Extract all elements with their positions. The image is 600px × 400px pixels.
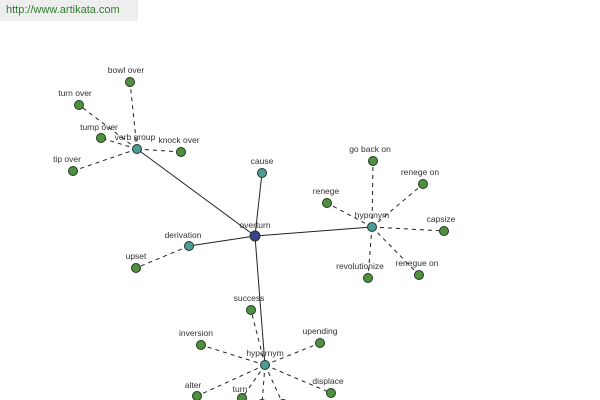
edge-renegue_on — [371, 226, 420, 276]
edge-upending — [264, 342, 321, 366]
node-dot[interactable] — [363, 273, 373, 283]
node-dot[interactable] — [184, 241, 194, 251]
node-label: tip over — [53, 154, 81, 164]
node-label: bowl over — [108, 65, 145, 75]
node-label: turn over — [58, 88, 92, 98]
node-label: revolutionize — [336, 261, 384, 271]
edges — [72, 81, 445, 400]
edge-hidden_a — [261, 364, 266, 400]
node-dot[interactable] — [246, 305, 256, 315]
node-success[interactable]: success — [234, 293, 265, 315]
edge-turn — [241, 364, 266, 399]
edge-derivation — [188, 235, 256, 247]
node-label: overturn — [239, 220, 270, 230]
node-dot[interactable] — [257, 168, 267, 178]
node-dot[interactable] — [68, 166, 78, 176]
node-label: upending — [303, 326, 338, 336]
node-dot[interactable] — [367, 222, 377, 232]
edge-hidden_b — [264, 364, 282, 400]
node-upset[interactable]: upset — [126, 251, 147, 273]
node-upending[interactable]: upending — [303, 326, 338, 348]
node-dot[interactable] — [418, 179, 428, 189]
node-dot[interactable] — [322, 198, 332, 208]
node-label: alter — [185, 380, 202, 390]
node-tip_over[interactable]: tip over — [53, 154, 81, 176]
edge-renege — [326, 202, 373, 228]
edge-tip_over — [72, 148, 138, 172]
node-label: go back on — [349, 144, 391, 154]
node-overturn[interactable]: overturn — [239, 220, 271, 242]
node-tump_over[interactable]: tump over — [80, 122, 118, 143]
node-dot[interactable] — [368, 156, 378, 166]
edge-tump_over — [100, 137, 138, 150]
edge-cause — [254, 172, 263, 237]
node-label: verb group — [115, 132, 156, 142]
node-label: capsize — [427, 214, 456, 224]
edge-hypernym — [254, 235, 266, 366]
node-turn_over[interactable]: turn over — [58, 88, 92, 110]
node-dot[interactable] — [125, 77, 135, 87]
node-displace[interactable]: displace — [312, 376, 344, 398]
node-label: renege — [313, 186, 340, 196]
node-capsize[interactable]: capsize — [427, 214, 456, 236]
node-label: tump over — [80, 122, 118, 132]
edge-capsize — [371, 226, 445, 232]
source-link[interactable]: http://www.artikata.com — [0, 0, 138, 21]
edge-upset — [135, 245, 190, 269]
node-alter[interactable]: alter — [185, 380, 202, 400]
node-label: hypernym — [246, 348, 283, 358]
node-hypernym[interactable]: hypernym — [246, 348, 284, 370]
node-renege[interactable]: renege — [313, 186, 340, 208]
node-dot[interactable] — [96, 133, 106, 143]
node-renege_on[interactable]: renege on — [401, 167, 440, 189]
node-dot[interactable] — [192, 391, 202, 400]
edge-verb_group — [136, 148, 256, 237]
node-dot[interactable] — [249, 230, 261, 242]
node-verb_group[interactable]: verb group — [115, 132, 156, 154]
edge-knock_over — [136, 148, 182, 153]
edge-inversion — [200, 344, 266, 366]
node-label: renegue on — [395, 258, 438, 268]
node-label: success — [234, 293, 265, 303]
node-dot[interactable] — [414, 270, 424, 280]
node-dot[interactable] — [439, 226, 449, 236]
node-dot[interactable] — [326, 388, 336, 398]
node-dot[interactable] — [131, 263, 141, 273]
node-bowl_over[interactable]: bowl over — [108, 65, 145, 87]
node-label: knock over — [158, 135, 199, 145]
node-label: inversion — [179, 328, 213, 338]
node-dot[interactable] — [237, 393, 247, 400]
node-label: derivation — [165, 230, 202, 240]
node-turn[interactable]: turn — [233, 384, 248, 400]
node-go_back_on[interactable]: go back on — [349, 144, 391, 166]
node-hyponym[interactable]: hyponym — [355, 210, 390, 232]
edge-renege_on — [371, 183, 424, 228]
node-dot[interactable] — [132, 144, 142, 154]
edge-go_back_on — [371, 160, 374, 228]
node-derivation[interactable]: derivation — [165, 230, 202, 251]
node-label: cause — [251, 156, 274, 166]
node-dot[interactable] — [74, 100, 84, 110]
node-label: renege on — [401, 167, 440, 177]
edge-hyponym — [254, 226, 373, 237]
edge-bowl_over — [129, 81, 138, 150]
edge-revolutionize — [367, 226, 373, 279]
node-knock_over[interactable]: knock over — [158, 135, 200, 157]
node-dot[interactable] — [176, 147, 186, 157]
node-label: displace — [312, 376, 343, 386]
node-label: turn — [233, 384, 248, 394]
edge-displace — [264, 364, 332, 394]
node-revolutionize[interactable]: revolutionize — [336, 261, 384, 283]
node-cause[interactable]: cause — [251, 156, 274, 178]
node-inversion[interactable]: inversion — [179, 328, 213, 350]
node-dot[interactable] — [196, 340, 206, 350]
node-dot[interactable] — [260, 360, 270, 370]
edge-success — [250, 309, 266, 366]
node-dot[interactable] — [315, 338, 325, 348]
node-renegue_on[interactable]: renegue on — [395, 258, 439, 280]
node-label: upset — [126, 251, 147, 261]
node-label: hyponym — [355, 210, 390, 220]
